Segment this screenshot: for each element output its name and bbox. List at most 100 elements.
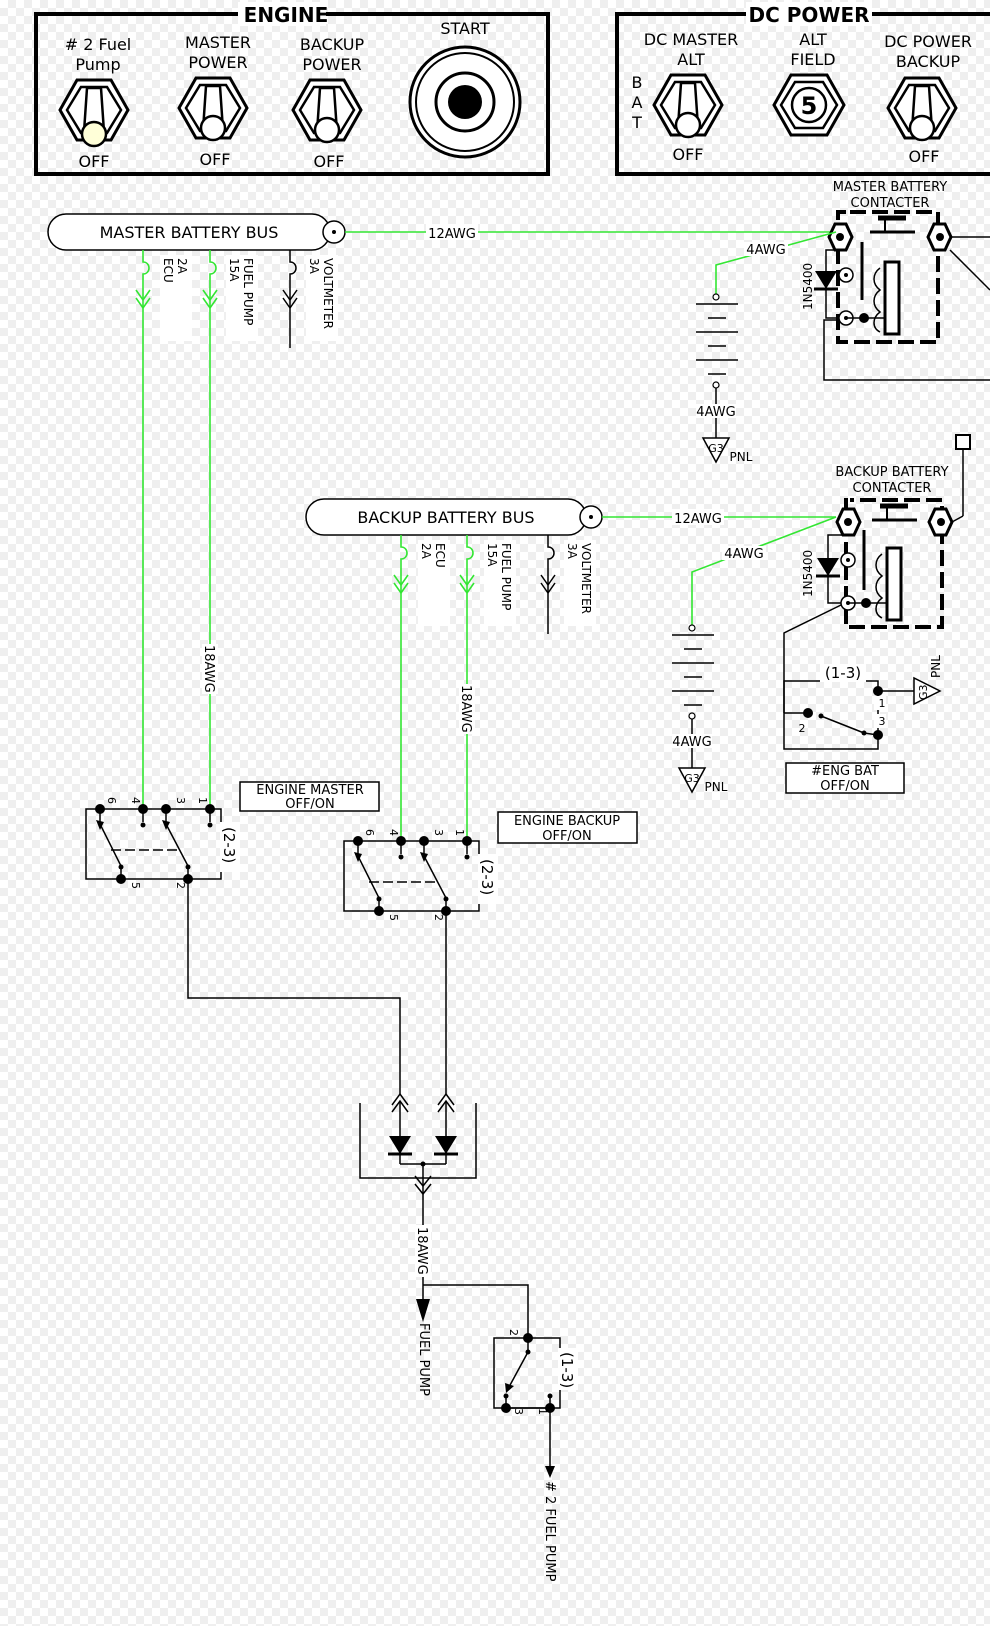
pump2-pin-3: 3: [512, 1408, 525, 1415]
engine-backup-pin-4: 4: [387, 829, 400, 836]
engine-backup-switch[interactable]: ENGINE BACKUP OFF/ON (2-3) 1 2 3 4 5 6: [343, 811, 638, 921]
master-feed-wire-label: 12AWG: [428, 227, 476, 242]
backup-battery-contactor: BACKUP BATTERY CONTACTER 1N5400 4AWG: [672, 465, 954, 794]
engine-backup-pin-5: 5: [387, 914, 400, 921]
dc-power-panel: DC POWER DC MASTER ALT B A T OFF ALT FIE…: [615, 2, 990, 176]
terminal-icon: [926, 222, 953, 252]
diode-icon: [814, 556, 842, 578]
master-power-label-line1: MASTER: [185, 33, 251, 52]
backup-power-state: OFF: [314, 152, 345, 171]
backup-bus-label: BACKUP BATTERY BUS: [357, 508, 534, 527]
connector-icon: [955, 434, 971, 450]
alt-field-label-line1: ALT: [799, 30, 827, 49]
ground-icon: [913, 676, 942, 706]
output-wire-label: 18AWG: [414, 1227, 429, 1275]
hex-knob-icon: [772, 73, 846, 137]
dc-power-backup-toggle[interactable]: DC POWER BACKUP OFF: [884, 32, 972, 166]
backup-battery-bus: BACKUP BATTERY BUS 12AWG ECU 2A FUEL PUM…: [305, 498, 836, 634]
backup-feed-wire-label: 12AWG: [674, 512, 722, 527]
eng-bat-ground-id: G3: [917, 684, 930, 700]
engine-master-pin-5: 5: [129, 882, 142, 889]
engine-backup-pin-3: 3: [432, 829, 445, 836]
master-bus-label: MASTER BATTERY BUS: [100, 223, 279, 242]
bus-terminal-icon: [579, 505, 603, 529]
terminal-icon: [927, 507, 954, 537]
master-contactor-label-line2: CONTACTER: [851, 196, 930, 211]
breaker-icon: [289, 250, 297, 300]
breaker-icon: [142, 250, 150, 300]
engine-backup-label-line1: ENGINE BACKUP: [514, 814, 620, 829]
dc-master-alt-label-line1: DC MASTER: [644, 30, 738, 49]
fuel-pump-output: 18AWG FUEL PUMP: [414, 1225, 529, 1396]
arrow-down-icon: [416, 1299, 430, 1322]
master-fuel-pump-breaker: FUEL PUMP 15A: [202, 250, 258, 341]
fuel-pump-2-switch[interactable]: (1-3) 1 2 3 # 2 FUEL PUMP: [493, 1329, 578, 1582]
engine-master-label-line1: ENGINE MASTER: [256, 783, 363, 798]
master-fuel-pump-wire-label: 18AWG: [201, 645, 216, 693]
eng-bat-pin-1: 1: [879, 697, 886, 710]
eng-bat-pin-2: 2: [799, 722, 806, 735]
backup-voltmeter-rating: 3A: [565, 543, 579, 560]
master-battery-contactor: MASTER BATTERY CONTACTER 1N5400: [696, 180, 990, 523]
start-label: START: [440, 19, 490, 38]
fuel-pump-2-toggle[interactable]: # 2 Fuel Pump OFF: [58, 35, 131, 171]
master-contactor-label-line1: MASTER BATTERY: [833, 180, 948, 195]
bat-label-b: B: [632, 73, 643, 92]
master-battery-bus: MASTER BATTERY BUS 12AWG ECU 2A FUEL PUM…: [47, 213, 836, 348]
backup-power-label-line2: POWER: [302, 55, 361, 74]
engine-master-pin-3: 3: [174, 797, 187, 804]
fuel-pump-2-label-line2: Pump: [75, 55, 120, 74]
master-ground-id: G3: [708, 442, 724, 455]
eng-bat-switch[interactable]: (1-3) 1 2 3 G3 PNL #ENG BAT OFF/ON: [783, 655, 943, 794]
master-ground-label: PNL: [730, 450, 753, 464]
dc-power-backup-state: OFF: [909, 147, 940, 166]
engine-master-label-line2: OFF/ON: [285, 797, 335, 812]
alt-field-knob[interactable]: ALT FIELD 5: [772, 30, 846, 137]
dc-master-alt-state: OFF: [673, 145, 704, 164]
start-button-icon: [408, 45, 522, 159]
breaker-icon: [209, 250, 217, 300]
engine-backup-pin-2: 2: [432, 914, 445, 921]
engine-master-pin-6: 6: [105, 797, 118, 804]
terminal-icon: [827, 222, 854, 252]
master-diode-label: 1N5400: [801, 263, 815, 310]
backup-ecu-rating: 2A: [419, 543, 433, 560]
eng-bat-switch-label-line1: #ENG BAT: [811, 764, 879, 779]
backup-ground-label: PNL: [705, 780, 728, 794]
eng-bat-ground-label: PNL: [929, 655, 943, 678]
arrow-down-icon: [545, 1466, 555, 1478]
eng-bat-switch-label-line2: OFF/ON: [820, 779, 870, 794]
fuel-pump-2-state: OFF: [79, 152, 110, 171]
backup-contactor-label-line2: CONTACTER: [853, 481, 932, 496]
backup-fuel-pump-breaker: FUEL PUMP 15A: [459, 535, 516, 626]
toggle-switch-icon: [177, 76, 249, 142]
backup-fuel-pump-rating: 15A: [485, 543, 499, 567]
backup-power-toggle[interactable]: BACKUP POWER OFF: [291, 35, 364, 171]
master-battery-wire-label: 4AWG: [746, 243, 785, 258]
bat-label-a: A: [632, 93, 643, 112]
master-voltmeter-rating: 3A: [307, 258, 321, 275]
engine-panel-title: ENGINE: [244, 3, 329, 27]
dc-power-backup-label-line2: BACKUP: [896, 52, 961, 71]
alt-field-label-line2: FIELD: [790, 50, 835, 69]
toggle-switch-icon: [652, 73, 724, 139]
battery-icon: [696, 293, 738, 389]
master-ecu-rating: 2A: [175, 258, 189, 275]
dc-master-alt-toggle[interactable]: DC MASTER ALT B A T OFF: [631, 30, 738, 164]
master-fuel-pump-name: FUEL PUMP: [241, 258, 255, 325]
engine-master-range: (2-3): [220, 827, 238, 863]
engine-master-pin-4: 4: [129, 797, 142, 804]
backup-fuel-pump-name: FUEL PUMP: [499, 543, 513, 610]
backup-fuel-pump-wire-label: 18AWG: [458, 685, 473, 733]
engine-backup-pin-1: 1: [453, 829, 466, 836]
start-button[interactable]: START: [408, 19, 522, 159]
diode-icon: [386, 1134, 414, 1156]
breaker-icon: [400, 535, 408, 585]
engine-backup-pin-6: 6: [363, 829, 376, 836]
dc-power-panel-title: DC POWER: [748, 3, 869, 27]
master-power-toggle[interactable]: MASTER POWER OFF: [177, 33, 251, 169]
diode-icon: [812, 269, 840, 291]
master-voltmeter-name: VOLTMETER: [321, 258, 335, 329]
engine-master-switch[interactable]: ENGINE MASTER OFF/ON (2-3) 1 2 3 4 5 6: [85, 781, 380, 889]
breaker-icon: [547, 535, 555, 585]
